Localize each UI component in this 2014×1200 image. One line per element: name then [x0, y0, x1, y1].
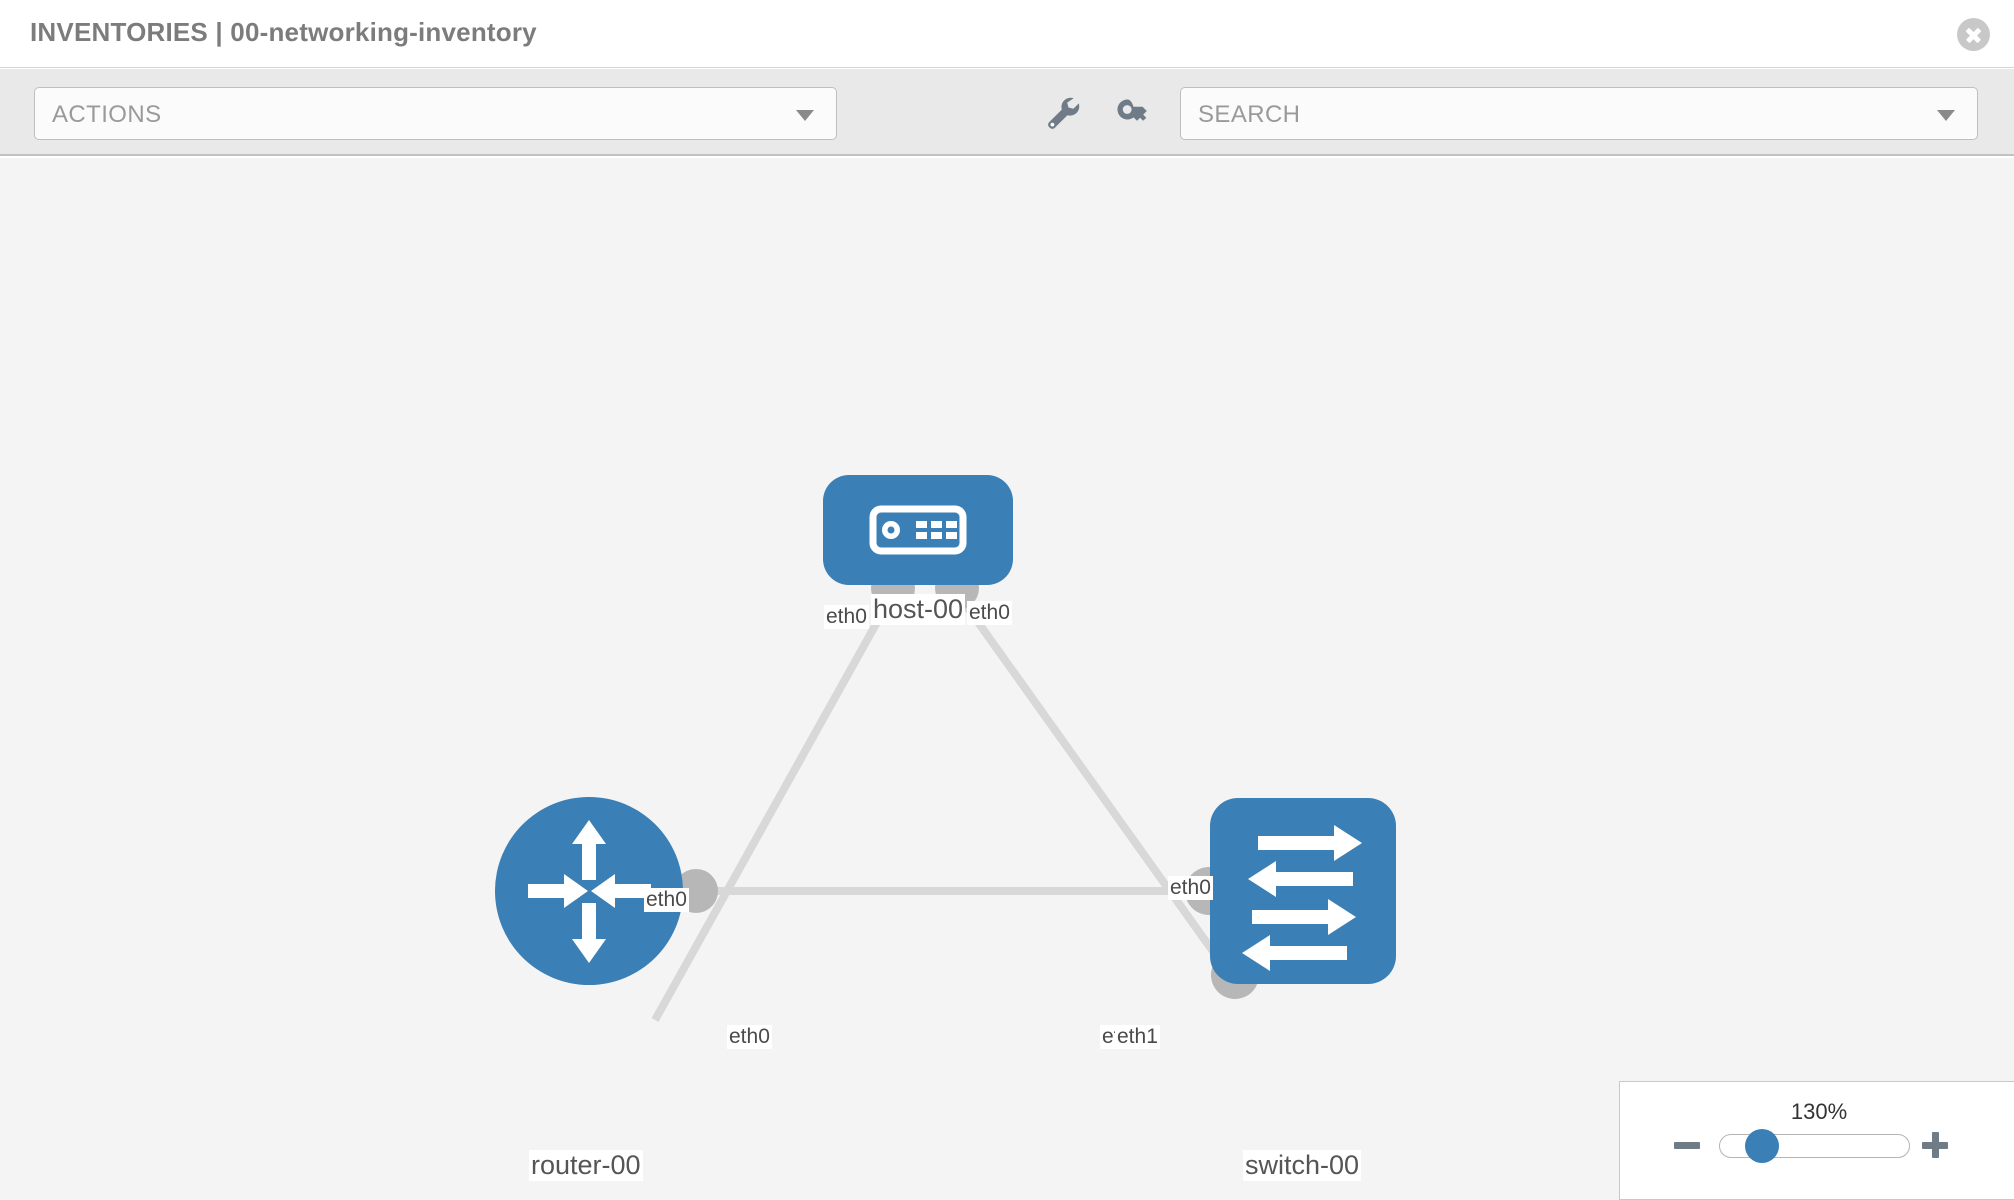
- edge-label-switch-left-eth1: eth1: [1115, 1025, 1160, 1049]
- server-icon: [869, 505, 967, 555]
- router-arrows-icon: [528, 820, 651, 963]
- close-icon[interactable]: [1957, 18, 1990, 51]
- edge-label-router-up-eth0: eth0: [644, 888, 689, 912]
- node-label-router-00: router-00: [529, 1150, 643, 1181]
- key-icon[interactable]: [1110, 91, 1154, 135]
- actions-dropdown[interactable]: ACTIONS: [34, 87, 837, 140]
- node-router-00[interactable]: [495, 797, 718, 985]
- actions-dropdown-label: ACTIONS: [52, 101, 162, 128]
- node-host-00[interactable]: [823, 475, 1013, 610]
- chevron-down-icon: [1937, 110, 1955, 121]
- toolbar: ACTIONS SEARCH: [0, 69, 2014, 156]
- zoom-control-panel: 130%: [1619, 1081, 2014, 1200]
- page-title: INVENTORIES | 00-networking-inventory: [30, 17, 537, 47]
- topology-canvas[interactable]: eth0 host-00 eth0 eth0 eth0 eth0 eth eth…: [0, 158, 2014, 1200]
- search-placeholder: SEARCH: [1198, 101, 1301, 128]
- switch-arrows-icon: [1242, 825, 1362, 971]
- page-header: INVENTORIES | 00-networking-inventory: [0, 0, 2014, 68]
- zoom-level-value: 130%: [1790, 1099, 1848, 1124]
- edge-host-router[interactable]: [651, 588, 899, 1022]
- node-label-switch-00: switch-00: [1243, 1150, 1362, 1181]
- edge-label-router-right-eth0: eth0: [727, 1025, 772, 1049]
- search-input[interactable]: SEARCH: [1180, 87, 1978, 140]
- edge-host-switch[interactable]: [951, 587, 1236, 981]
- edge-label-switch-up-eth0: eth0: [1168, 876, 1213, 900]
- zoom-slider-thumb[interactable]: [1745, 1129, 1779, 1163]
- wrench-icon[interactable]: [1041, 91, 1085, 135]
- edge-label-host-right-eth0: eth0: [967, 601, 1012, 625]
- plus-icon[interactable]: [1919, 1129, 1951, 1161]
- edge-label-host-left-eth0: eth0: [824, 605, 869, 629]
- node-switch-00[interactable]: [1185, 798, 1396, 999]
- topology-graph: [495, 475, 1396, 1022]
- node-label-host-00: host-00: [871, 594, 966, 625]
- chevron-down-icon: [796, 110, 814, 121]
- minus-icon[interactable]: [1671, 1129, 1703, 1161]
